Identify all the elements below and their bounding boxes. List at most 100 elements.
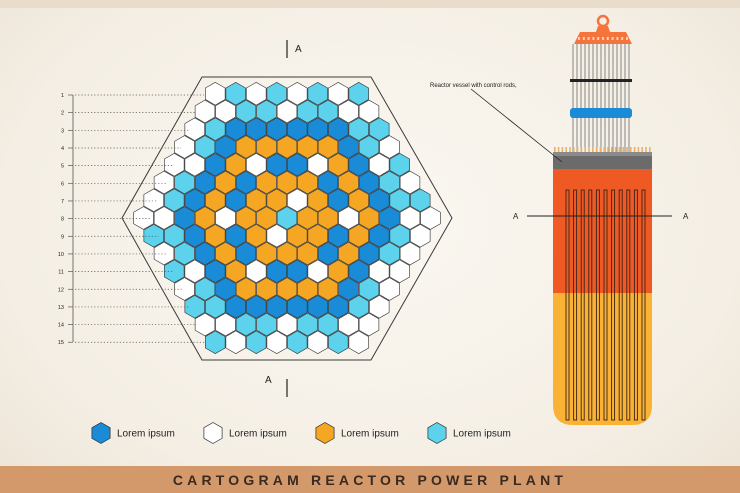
fuel-assembly: [184, 152, 205, 177]
fuel-assembly: [246, 224, 267, 248]
row-number: 1: [61, 93, 64, 99]
fuel-assembly: [348, 224, 369, 248]
fuel-assembly: [225, 330, 246, 355]
fuel-assembly: [266, 224, 287, 248]
fuel-assembly: [358, 170, 380, 195]
cap-bolt: [592, 37, 595, 40]
fuel-assembly: [235, 312, 257, 337]
fuel-assembly: [287, 330, 308, 355]
fuel-assembly: [246, 188, 267, 212]
fuel-assembly: [276, 135, 298, 159]
fuel-assembly: [174, 277, 195, 301]
fuel-assembly: [184, 117, 205, 141]
fuel-assembly: [184, 224, 205, 248]
fuel-assembly: [205, 117, 226, 141]
fuel-assembly: [194, 241, 216, 266]
fuel-assembly: [307, 188, 328, 212]
fuel-assembly: [215, 135, 236, 159]
fuel-assembly: [143, 224, 164, 248]
fuel-assembly: [266, 295, 287, 319]
fringe-tick: [561, 147, 564, 152]
fuel-assembly: [225, 259, 246, 284]
fuel-assembly: [317, 277, 339, 301]
cap-bolt: [602, 37, 604, 40]
fuel-assembly: [246, 295, 267, 319]
fuel-assembly: [266, 117, 287, 141]
reactor-vessel: [553, 14, 652, 425]
fuel-assembly: [256, 312, 277, 337]
fringe-tick: [633, 147, 636, 152]
fuel-assembly: [348, 295, 369, 319]
fuel-assembly: [276, 206, 298, 230]
fuel-assembly: [287, 188, 308, 212]
fuel-assembly: [389, 152, 410, 177]
fuel-assembly: [389, 259, 410, 284]
fuel-assembly: [358, 312, 380, 337]
fringe-tick: [595, 147, 598, 152]
fuel-assembly: [205, 188, 226, 212]
fuel-assembly: [379, 206, 400, 230]
fuel-assembly: [328, 81, 349, 106]
fuel-assembly: [235, 277, 257, 301]
fuel-assembly: [194, 99, 216, 124]
fuel-assembly: [194, 277, 216, 301]
fringe-tick: [588, 147, 590, 152]
fuel-assembly: [358, 241, 380, 266]
fuel-assembly: [205, 152, 226, 177]
fuel-assembly: [307, 295, 328, 319]
fuel-assembly: [235, 99, 257, 124]
cap-bolt: [621, 37, 624, 40]
fuel-assembly: [256, 206, 277, 230]
inner-rod: [641, 189, 646, 421]
fuel-assembly: [328, 224, 349, 248]
fuel-assembly: [328, 152, 349, 177]
rod-collar-blue: [570, 108, 632, 118]
cap-bolt: [626, 37, 628, 40]
fuel-assembly: [369, 295, 390, 319]
fuel-assembly: [307, 330, 328, 355]
cap-bolt: [587, 37, 590, 40]
control-rod-bundle: [572, 44, 630, 152]
fuel-assembly: [276, 170, 298, 195]
fuel-assembly: [338, 206, 359, 230]
fuel-assembly: [235, 241, 257, 266]
fringe-tick: [607, 147, 609, 152]
fuel-assembly: [266, 188, 287, 212]
fuel-assembly: [174, 206, 195, 230]
rod-collar-black: [570, 79, 632, 82]
fuel-assembly: [215, 206, 236, 230]
fuel-assembly: [184, 188, 205, 212]
fringe-tick: [592, 147, 594, 152]
lifting-lug: [596, 26, 610, 32]
fuel-assembly: [235, 135, 257, 159]
inner-rod: [626, 189, 631, 421]
fuel-assembly: [225, 81, 246, 106]
fuel-assembly: [287, 295, 308, 319]
fringe-tick: [614, 147, 617, 152]
fuel-assembly: [205, 295, 226, 319]
fuel-assembly: [338, 170, 359, 195]
fuel-assembly: [225, 188, 246, 212]
fuel-assembly: [194, 312, 216, 337]
inner-rod: [618, 189, 623, 421]
fuel-assembly: [348, 117, 369, 141]
fringe-tick: [641, 147, 643, 152]
fringe-tick: [565, 147, 567, 152]
vessel-callout-line: [470, 88, 563, 163]
fuel-assembly: [379, 277, 400, 301]
fringe-tick: [569, 147, 571, 152]
fuel-assembly: [153, 241, 175, 266]
fuel-assembly: [205, 330, 226, 355]
fuel-assembly: [348, 259, 369, 284]
fuel-assembly: [215, 277, 236, 301]
fuel-assembly: [287, 259, 308, 284]
fringe-tick: [573, 147, 575, 152]
fuel-assembly: [348, 330, 369, 355]
fuel-assembly: [399, 170, 421, 195]
fuel-assembly: [317, 135, 339, 159]
inner-rod: [565, 189, 570, 421]
vessel-fringe: [554, 147, 651, 152]
fuel-assembly: [297, 241, 318, 266]
